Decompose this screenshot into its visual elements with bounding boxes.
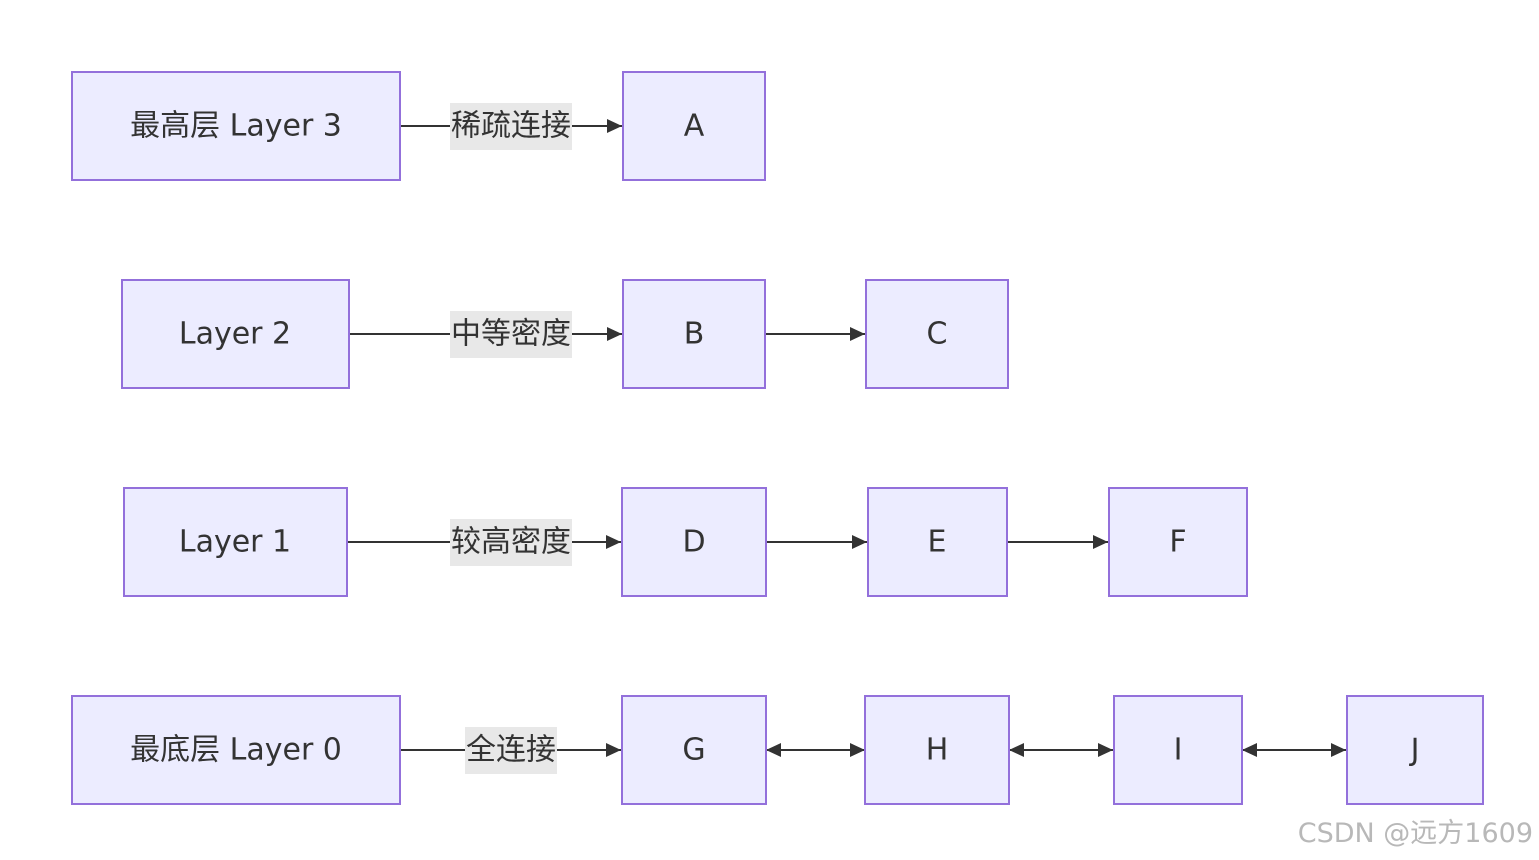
node-A[interactable]: A (622, 71, 766, 181)
arrowhead-G-left (766, 743, 781, 757)
node-I[interactable]: I (1113, 695, 1243, 805)
edge-label-full: 全连接 (465, 727, 557, 774)
arrowhead-F (1093, 535, 1108, 549)
node-D[interactable]: D (621, 487, 767, 597)
node-I-label: I (1174, 733, 1183, 768)
node-F[interactable]: F (1108, 487, 1248, 597)
arrowhead-J-right (1331, 743, 1346, 757)
arrowhead-H-right (850, 743, 865, 757)
node-layer1-label: Layer 1 (179, 525, 291, 560)
node-E-label: E (928, 525, 947, 560)
arrowhead-H-left (1009, 743, 1024, 757)
node-B[interactable]: B (622, 279, 766, 389)
edge-label-medium: 中等密度 (450, 311, 572, 358)
edge-label-higher: 较高密度 (450, 519, 572, 566)
watermark: CSDN @远方1609 (1297, 818, 1533, 849)
node-J-label: J (1409, 733, 1420, 768)
arrowhead-E (852, 535, 867, 549)
node-E[interactable]: E (867, 487, 1008, 597)
node-G-label: G (682, 733, 705, 768)
node-C-label: C (927, 317, 948, 352)
node-A-label: A (684, 109, 705, 144)
edge-label-sparse-text: 稀疏连接 (451, 109, 571, 144)
edge-label-sparse: 稀疏连接 (450, 103, 572, 150)
arrowhead-I-left (1242, 743, 1257, 757)
node-layer1[interactable]: Layer 1 (123, 487, 348, 597)
edge-label-full-text: 全连接 (466, 733, 556, 768)
node-layer3[interactable]: 最高层 Layer 3 (71, 71, 401, 181)
arrowhead-A (607, 119, 622, 133)
arrowhead-B (607, 327, 622, 341)
arrowhead-G (606, 743, 621, 757)
arrowhead-D (606, 535, 621, 549)
edge-label-higher-text: 较高密度 (451, 525, 571, 560)
node-layer2-label: Layer 2 (179, 317, 291, 352)
edge-label-medium-text: 中等密度 (451, 317, 571, 352)
node-H-label: H (926, 733, 949, 768)
node-H[interactable]: H (864, 695, 1010, 805)
node-C[interactable]: C (865, 279, 1009, 389)
node-J[interactable]: J (1346, 695, 1484, 805)
node-layer2[interactable]: Layer 2 (121, 279, 350, 389)
arrowhead-C (850, 327, 865, 341)
node-F-label: F (1169, 525, 1186, 560)
node-layer0[interactable]: 最底层 Layer 0 (71, 695, 401, 805)
node-G[interactable]: G (621, 695, 767, 805)
node-D-label: D (682, 525, 705, 560)
node-layer0-label: 最底层 Layer 0 (130, 733, 342, 768)
node-layer3-label: 最高层 Layer 3 (130, 109, 342, 144)
arrowhead-I-right (1098, 743, 1113, 757)
node-B-label: B (684, 317, 705, 352)
